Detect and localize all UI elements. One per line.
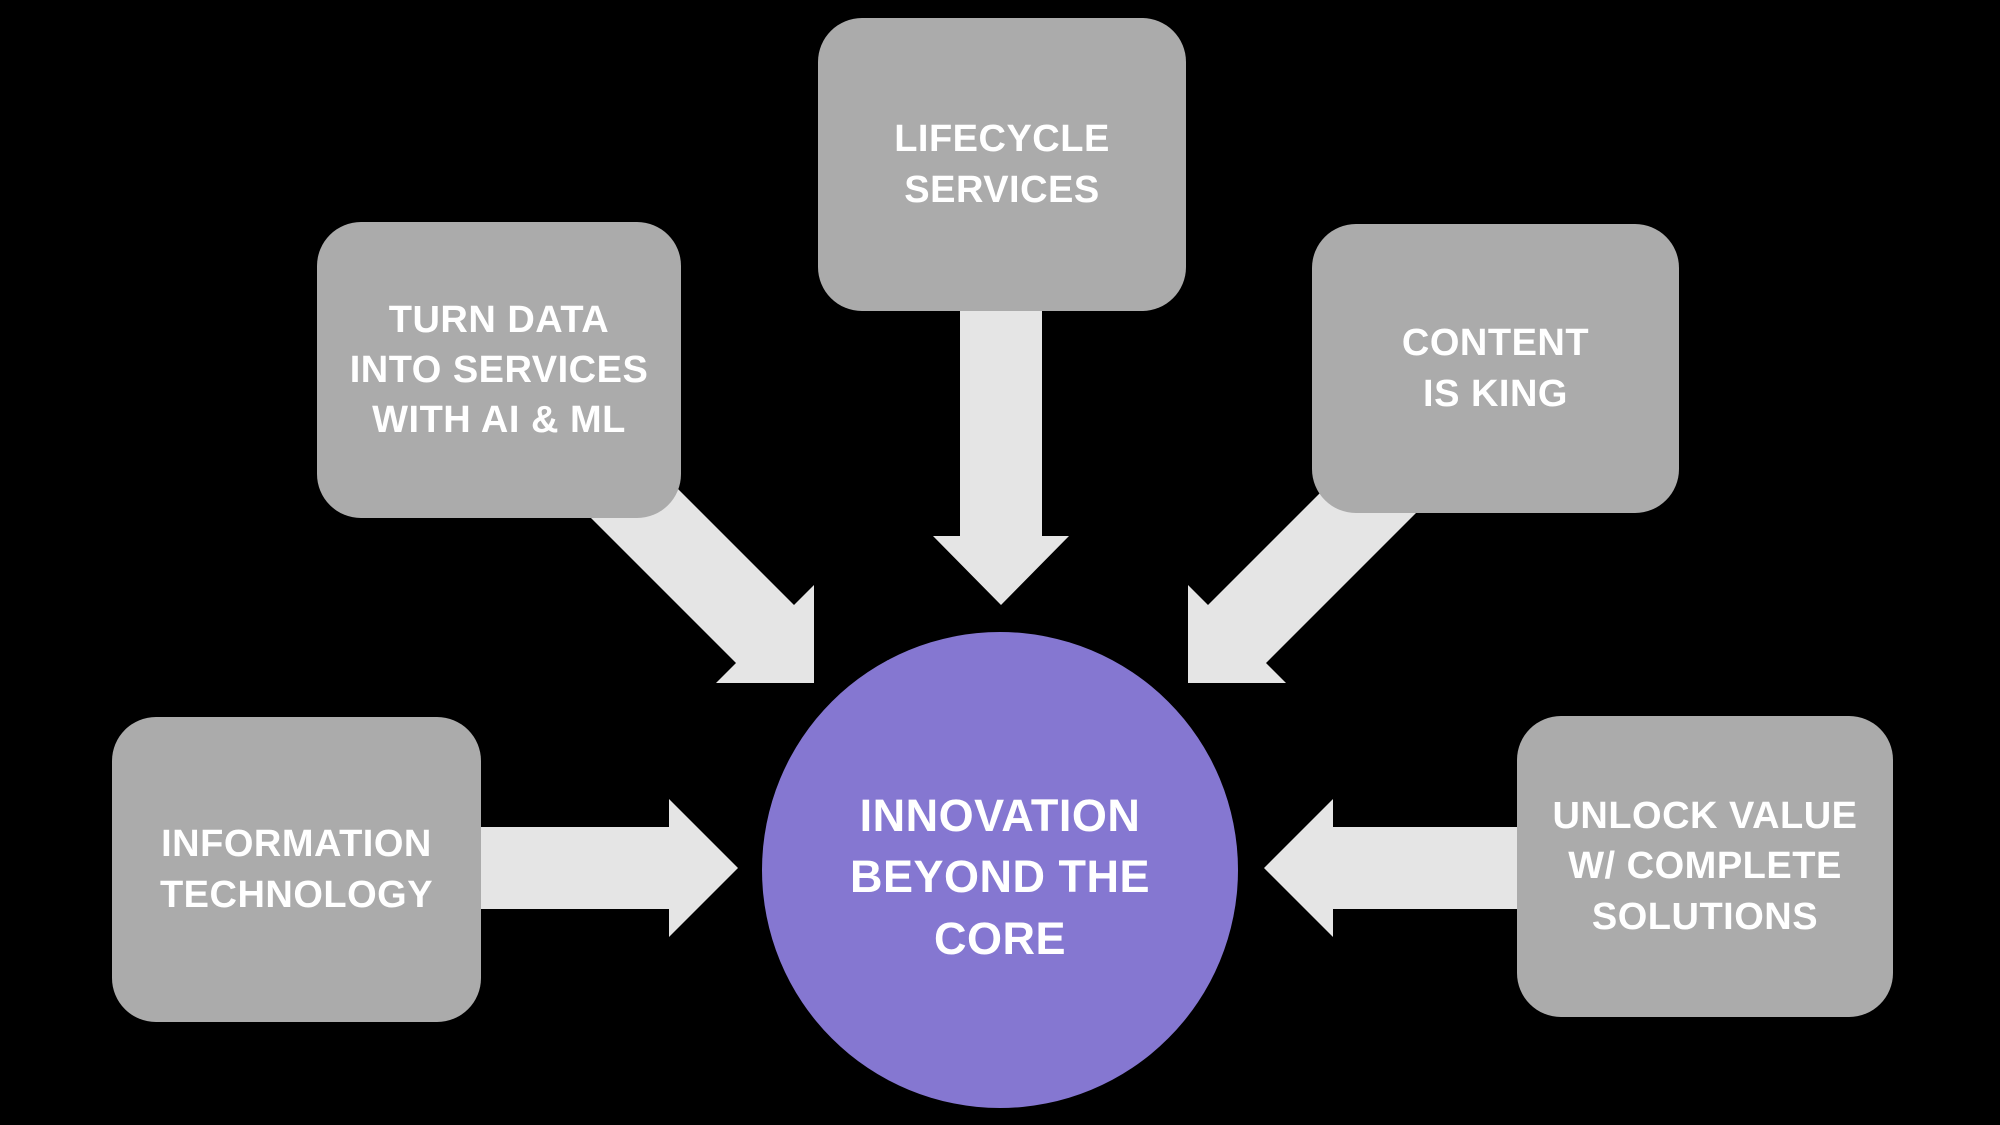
node-information-technology-label: INFORMATION TECHNOLOGY: [159, 823, 434, 916]
node-turn-data-into-services: TURN DATA INTO SERVICES WITH AI & ML: [317, 222, 681, 518]
center-circle-label: INNOVATION BEYOND THE CORE: [849, 790, 1151, 964]
node-turn-data-into-services-label: TURN DATA INTO SERVICES WITH AI & ML: [349, 298, 649, 442]
arrow-right-left-icon: [1264, 799, 1530, 937]
node-lifecycle-services: LIFECYCLE SERVICES: [818, 18, 1186, 311]
node-content-is-king: CONTENT IS KING: [1312, 224, 1679, 513]
arrow-left-right-icon: [470, 799, 738, 937]
node-information-technology: INFORMATION TECHNOLOGY: [112, 717, 481, 1022]
node-unlock-value-label: UNLOCK VALUE W/ COMPLETE SOLUTIONS: [1552, 795, 1858, 938]
node-lifecycle-services-label: LIFECYCLE SERVICES: [894, 118, 1110, 211]
node-content-is-king-label: CONTENT IS KING: [1401, 322, 1590, 415]
arrow-top-down-icon: [933, 305, 1069, 605]
node-unlock-value: UNLOCK VALUE W/ COMPLETE SOLUTIONS: [1517, 716, 1893, 1017]
node-innovation-beyond-the-core: INNOVATION BEYOND THE CORE: [762, 632, 1238, 1108]
